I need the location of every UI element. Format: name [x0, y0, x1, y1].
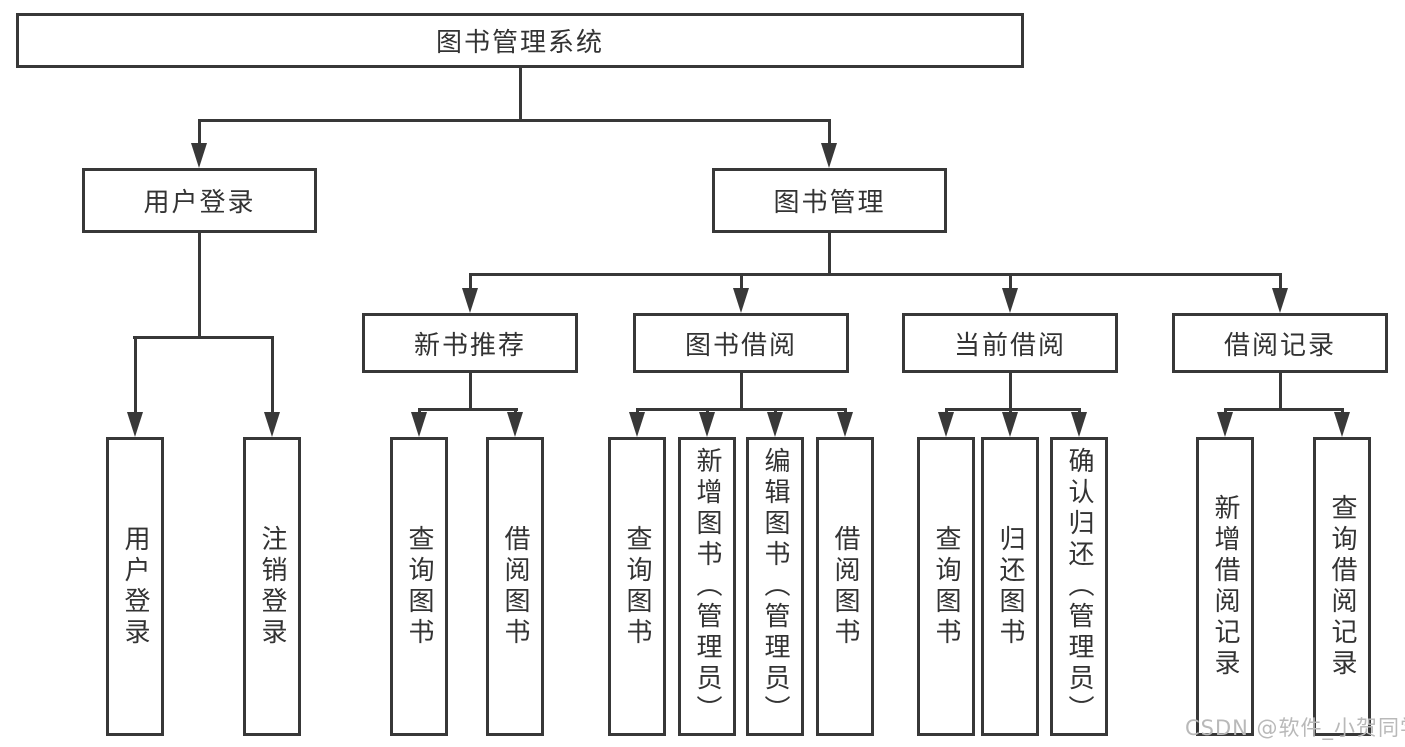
node-bb-borrow-book: 借阅图书	[816, 437, 874, 736]
arrow-down-icon	[629, 412, 645, 437]
connector-line	[1009, 373, 1012, 410]
connector-line	[198, 119, 831, 122]
connector-line	[1224, 408, 1344, 411]
connector-line	[271, 336, 274, 414]
node-cb-return-book: 归还图书	[981, 437, 1039, 736]
connector-line	[828, 119, 831, 145]
arrow-down-icon	[1002, 288, 1018, 313]
arrow-down-icon	[938, 412, 954, 437]
arrow-down-icon	[837, 412, 853, 437]
node-cb-confirm-return-admin-label: 确认归还（管理员）	[1064, 447, 1094, 726]
node-br-add-record: 新增借阅记录	[1196, 437, 1254, 736]
connector-line	[828, 233, 831, 275]
node-logout-leaf-label: 注销登录	[257, 524, 287, 649]
arrow-down-icon	[1334, 412, 1350, 437]
node-bb-query-book: 查询图书	[608, 437, 666, 736]
arrow-down-icon	[462, 288, 478, 313]
arrow-down-icon	[127, 412, 143, 437]
connector-line	[1279, 373, 1282, 410]
node-nbr-query-book: 查询图书	[390, 437, 448, 736]
node-root: 图书管理系统	[16, 13, 1024, 68]
node-login-leaf: 用户登录	[106, 437, 164, 736]
connector-line	[198, 119, 201, 145]
node-nbr-query-book-label: 查询图书	[404, 524, 434, 649]
node-user-login: 用户登录	[82, 168, 317, 233]
connector-line	[134, 336, 137, 414]
node-logout-leaf: 注销登录	[243, 437, 301, 736]
arrow-down-icon	[411, 412, 427, 437]
arrow-down-icon	[191, 143, 207, 168]
node-current-borrow: 当前借阅	[902, 313, 1118, 373]
node-bb-edit-book-admin-label: 编辑图书（管理员）	[760, 447, 790, 726]
connector-line	[519, 68, 522, 121]
arrow-down-icon	[1071, 412, 1087, 437]
watermark-text: CSDN @软件_小贺同学	[1185, 716, 1405, 740]
node-nbr-borrow-book-label: 借阅图书	[500, 524, 530, 649]
node-br-query-record: 查询借阅记录	[1313, 437, 1371, 736]
node-root-label: 图书管理系统	[435, 28, 604, 58]
connector-line	[469, 273, 472, 290]
node-bb-add-book-admin: 新增图书（管理员）	[678, 437, 736, 736]
connector-line	[1279, 273, 1282, 290]
node-borrow-records: 借阅记录	[1172, 313, 1388, 373]
arrow-down-icon	[699, 412, 715, 437]
node-nbr-borrow-book: 借阅图书	[486, 437, 544, 736]
node-new-book-recommend: 新书推荐	[362, 313, 578, 373]
arrow-down-icon	[733, 288, 749, 313]
connector-line	[945, 408, 1081, 411]
node-cb-confirm-return-admin: 确认归还（管理员）	[1050, 437, 1108, 736]
connector-line	[418, 408, 518, 411]
node-book-borrow: 图书借阅	[633, 313, 849, 373]
connector-line	[469, 373, 472, 410]
connector-line	[740, 373, 743, 410]
node-user-login-label: 用户登录	[143, 188, 256, 218]
node-book-management: 图书管理	[712, 168, 947, 233]
node-br-add-record-label: 新增借阅记录	[1210, 493, 1240, 680]
connector-line	[198, 233, 201, 339]
arrow-down-icon	[767, 412, 783, 437]
node-cb-return-book-label: 归还图书	[995, 524, 1025, 649]
connector-line	[740, 273, 743, 290]
node-new-book-recommend-label: 新书推荐	[413, 330, 526, 361]
connector-line	[1009, 273, 1012, 290]
arrow-down-icon	[264, 412, 280, 437]
node-book-management-label: 图书管理	[773, 188, 886, 218]
node-cb-query-book: 查询图书	[917, 437, 975, 736]
node-book-borrow-label: 图书借阅	[684, 330, 797, 361]
arrow-down-icon	[1217, 412, 1233, 437]
node-borrow-records-label: 借阅记录	[1223, 330, 1336, 361]
node-bb-borrow-book-label: 借阅图书	[830, 524, 860, 649]
node-current-borrow-label: 当前借阅	[953, 330, 1066, 361]
arrow-down-icon	[1272, 288, 1288, 313]
node-login-leaf-label: 用户登录	[120, 524, 150, 649]
node-cb-query-book-label: 查询图书	[931, 524, 961, 649]
node-bb-edit-book-admin: 编辑图书（管理员）	[746, 437, 804, 736]
connector-line	[469, 273, 1282, 276]
node-bb-query-book-label: 查询图书	[622, 524, 652, 649]
node-br-query-record-label: 查询借阅记录	[1327, 493, 1357, 680]
connector-line	[636, 408, 847, 411]
arrow-down-icon	[821, 143, 837, 168]
arrow-down-icon	[507, 412, 523, 437]
node-bb-add-book-admin-label: 新增图书（管理员）	[692, 447, 722, 726]
arrow-down-icon	[1002, 412, 1018, 437]
connector-line	[133, 336, 274, 339]
